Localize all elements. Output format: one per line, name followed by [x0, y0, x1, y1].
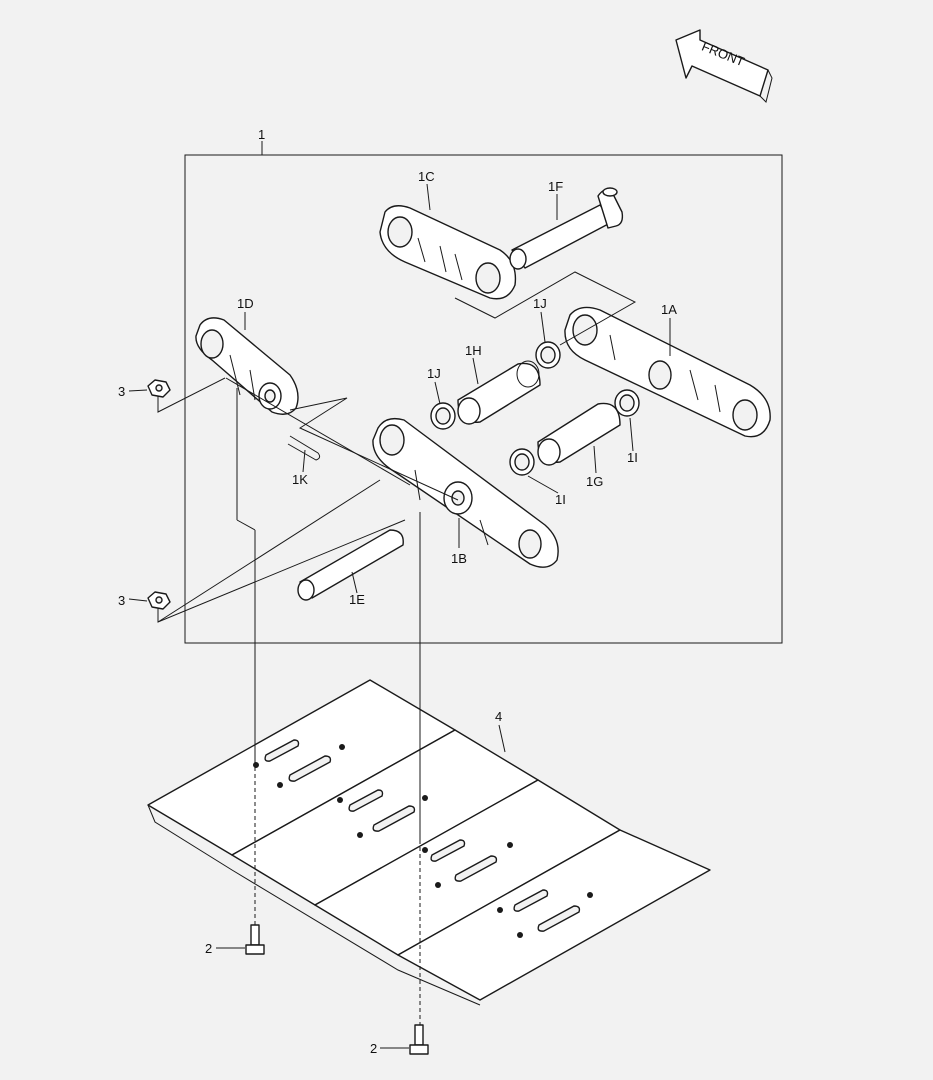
track-shoes-4 — [147, 679, 711, 1006]
front-arrow: FRONT — [675, 29, 773, 103]
pin-1F — [509, 187, 624, 270]
callout-3-lower: 3 — [118, 593, 125, 608]
callout-2-upper: 2 — [205, 941, 212, 956]
assembly-box-1 — [184, 154, 783, 644]
callout-2-lower: 2 — [370, 1041, 377, 1056]
seal-1I-upper — [614, 389, 640, 417]
bolt-2-upper — [245, 924, 265, 955]
seal-1J-lower — [430, 402, 456, 430]
bushing-1H — [457, 360, 541, 425]
callout-1J-upper: 1J — [533, 296, 547, 311]
callout-1D: 1D — [237, 296, 254, 311]
link-1B — [372, 417, 559, 568]
callout-1J-lower: 1J — [427, 366, 441, 381]
link-1D — [195, 317, 299, 415]
bushing-1G — [537, 402, 621, 466]
pin-1E — [297, 529, 404, 601]
callout-1F: 1F — [548, 179, 563, 194]
link-1A — [564, 306, 771, 438]
callout-1G: 1G — [586, 474, 603, 489]
cotter-pin-1K — [287, 435, 321, 461]
bolt-2-lower — [409, 1024, 429, 1055]
leader-lines — [157, 271, 637, 1025]
seal-1I-lower — [509, 448, 535, 476]
callout-1A: 1A — [661, 302, 677, 317]
nut-3-lower — [147, 591, 171, 610]
callout-1H: 1H — [465, 343, 482, 358]
callout-3-upper: 3 — [118, 384, 125, 399]
nut-3-upper — [147, 379, 171, 398]
callout-1B: 1B — [451, 551, 467, 566]
callout-1E: 1E — [349, 592, 365, 607]
seal-1J-upper — [535, 341, 561, 369]
callout-1I-lower: 1I — [555, 492, 566, 507]
callout-1C: 1C — [418, 169, 435, 184]
callout-1: 1 — [258, 127, 265, 142]
callout-1K: 1K — [292, 472, 308, 487]
callout-1I-right: 1I — [627, 450, 638, 465]
callout-4: 4 — [495, 709, 502, 724]
link-1C — [379, 205, 517, 300]
callout-leaders — [128, 183, 671, 1049]
callout-labels: 1 1C 1F 1D 1A 1J 1H 1J 1I 1G 1K 1I 1B 1E… — [118, 127, 677, 1056]
